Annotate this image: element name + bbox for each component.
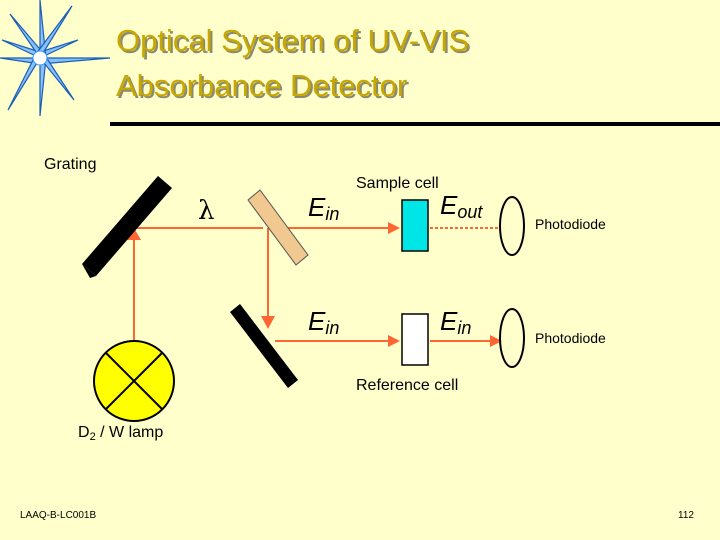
title-shadow-line1: Optical System of UV-VIS	[118, 25, 472, 60]
beam-splitter-icon	[247, 189, 309, 266]
e-in-label-ref-right: Ein	[440, 306, 472, 338]
photodiode-bottom-icon	[499, 308, 525, 368]
lambda-symbol: λ	[198, 196, 215, 226]
e-in-label-ref-left: Ein	[308, 306, 340, 338]
title-line2: Absorbance Detector	[116, 68, 408, 103]
light-beams	[127, 222, 502, 347]
star-logo-icon	[0, 0, 111, 117]
footer-code: LAAQ-B-LC001B	[20, 510, 97, 521]
grating-label: Grating	[44, 156, 97, 173]
e-out-label: Eout	[440, 190, 483, 222]
photodiode-top-label: Photodiode	[535, 216, 606, 232]
lamp-icon	[93, 340, 175, 422]
photodiode-bottom-label: Photodiode	[535, 330, 606, 346]
reference-cell-icon	[401, 313, 429, 366]
lamp-label: D2 / W lamp	[78, 424, 164, 443]
beam-arrowhead-reference	[388, 335, 400, 347]
photodiode-top-icon	[499, 196, 525, 256]
mirror-icon	[230, 304, 298, 388]
grating-icon	[82, 176, 172, 276]
beam-arrowhead-up	[127, 228, 141, 240]
beam-arrowhead-sample	[388, 222, 400, 234]
page-number: 112	[678, 510, 694, 521]
title-line1: Optical System of UV-VIS	[116, 23, 470, 58]
grating-tip	[82, 264, 96, 278]
title-shadow-line2: Absorbance Detector	[118, 70, 410, 105]
title-divider	[110, 122, 720, 126]
reference-cell-label: Reference cell	[356, 377, 459, 394]
e-in-label-top: Ein	[308, 192, 340, 224]
sample-cell-label: Sample cell	[356, 175, 439, 192]
sample-cell-icon	[401, 199, 429, 252]
beam-arrowhead-down	[261, 316, 275, 329]
beam-arrowhead-photodiode	[490, 335, 502, 347]
